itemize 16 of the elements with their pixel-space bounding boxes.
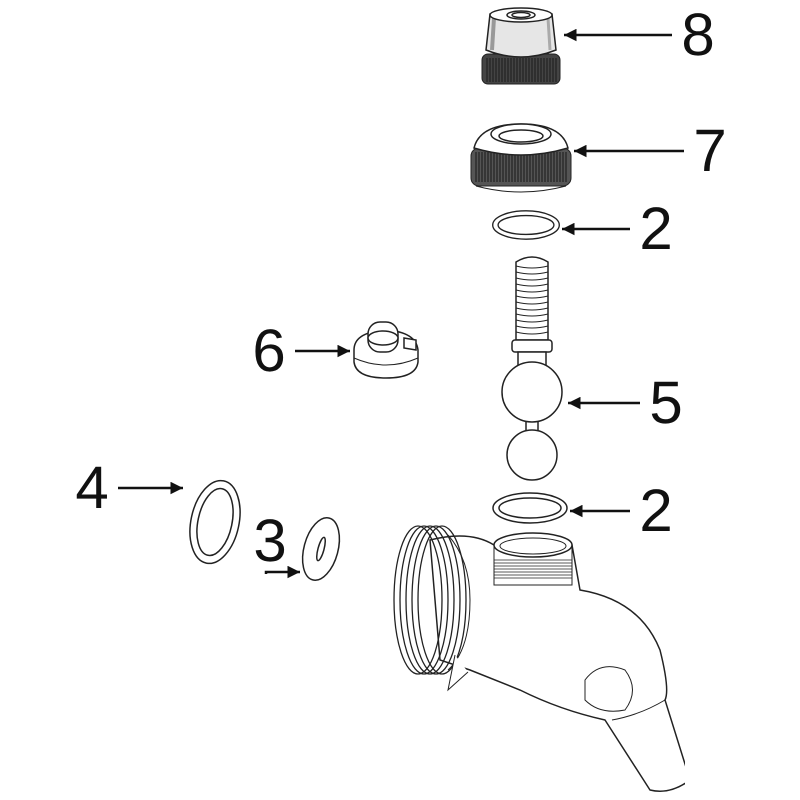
- leader-arrow: [564, 28, 672, 42]
- leader-arrow: [264, 566, 300, 578]
- callout-number: 4: [75, 458, 109, 518]
- callout-number: 5: [649, 373, 683, 433]
- leader-arrow: [118, 482, 183, 494]
- leader-arrow: [295, 344, 350, 358]
- leader-arrow: [568, 396, 640, 410]
- leader-arrow: [570, 504, 630, 518]
- leader-arrow: [562, 222, 630, 236]
- callout-number: 8: [681, 5, 715, 65]
- callout-number: 2: [639, 199, 673, 259]
- leader-arrow: [574, 144, 684, 158]
- callout-number: 7: [693, 121, 727, 181]
- callout-number: 2: [639, 481, 673, 541]
- callout-number: 3: [253, 511, 287, 571]
- callout-number: 6: [252, 321, 286, 381]
